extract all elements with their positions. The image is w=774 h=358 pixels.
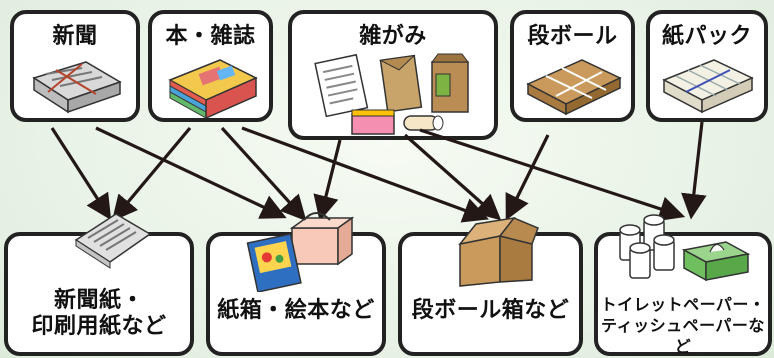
cardboard-box-icon (458, 216, 539, 287)
toilet-paper-and-tissue-box-icon (619, 214, 751, 282)
arrow-misc_paper-to-tissue (419, 128, 686, 222)
product-label-newsprint-line1: 新聞紙・ (53, 288, 144, 313)
source-label-cardboard: 段ボール (527, 24, 618, 49)
arrow-misc_paper-to-cardboard_box (403, 133, 502, 221)
source-box-newspaper: 新聞 (10, 10, 140, 122)
source-label-misc-paper: 雑がみ (359, 24, 427, 49)
source-label-books: 本・雑誌 (165, 24, 256, 49)
arrow-newspaper-to-paperboard (95, 126, 287, 219)
product-label-tissue: トイレットペーパー・ ティッシュペーパーなど (598, 294, 768, 357)
arrow-cardboard-to-cardboard_box (505, 134, 550, 221)
newspaper-bundle-icon (32, 61, 122, 114)
newspaper-icon (74, 213, 152, 269)
product-box-cardboard-box: 段ボール箱など (398, 216, 583, 356)
arrow-books-to-paperboard (220, 126, 307, 222)
product-label-paperboard-line1: 紙箱・絵本など (217, 298, 375, 323)
product-label-tissue-line1: トイレットペーパー・ (600, 295, 766, 314)
flat-cardboard-bundle-icon (526, 59, 622, 116)
product-label-cardboard-box: 段ボール箱など (402, 298, 579, 324)
product-label-cardboard-box-line1: 段ボール箱など (411, 298, 570, 323)
product-box-paperboard: 紙箱・絵本など (206, 212, 386, 356)
source-box-misc-paper: 雑がみ (288, 10, 498, 140)
product-label-tissue-line2: ティッシュペーパーなど (601, 316, 765, 356)
product-box-tissue: トイレットペーパー・ ティッシュペーパーなど (594, 214, 772, 357)
arrow-newspaper-to-newsprint (50, 127, 112, 221)
source-box-books: 本・雑誌 (148, 10, 273, 122)
misc-paper-items-icon (314, 53, 469, 135)
source-label-paper-pack: 紙パック (661, 24, 752, 49)
source-box-paper-pack: 紙パック (646, 10, 768, 122)
arrow-misc_paper-to-paperboard (313, 139, 342, 222)
source-box-cardboard: 段ボール (510, 10, 635, 122)
arrow-books-to-cardboard_box (241, 126, 490, 223)
paper-box-and-picture-book-icon (246, 212, 354, 292)
source-label-newspaper: 新聞 (52, 24, 98, 49)
product-label-newsprint-line2: 印刷用紙など (31, 314, 167, 339)
paper-pack-bundle-icon (662, 59, 754, 114)
arrow-paper_pack-to-tissue (681, 121, 707, 220)
magazine-stack-icon (168, 59, 258, 120)
arrow-books-to-newsprint (111, 126, 192, 222)
product-box-newsprint: 新聞紙・ 印刷用紙など (4, 213, 194, 356)
product-label-paperboard: 紙箱・絵本など (210, 298, 382, 324)
product-label-newsprint: 新聞紙・ 印刷用紙など (8, 288, 190, 340)
